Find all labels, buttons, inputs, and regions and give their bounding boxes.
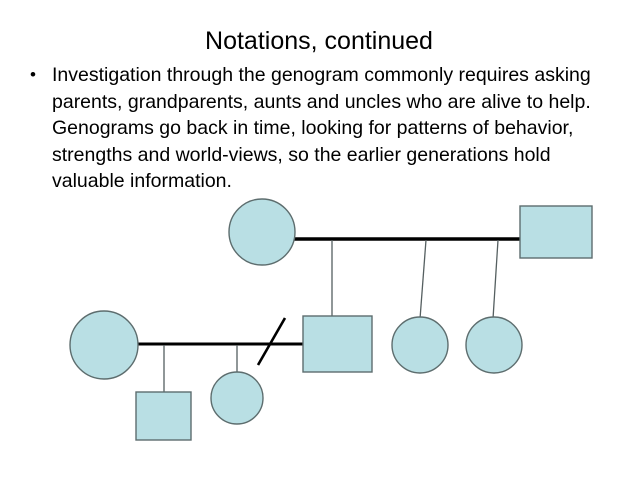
bullet-text: Investigation through the genogram commo… <box>52 64 591 192</box>
bullet-icon: • <box>30 65 36 84</box>
gen2-female-circle <box>69 310 139 380</box>
list-item: • Investigation through the genogram com… <box>22 62 604 195</box>
gen2-sibling-circle-2 <box>465 316 523 374</box>
gen3-male-square <box>135 391 192 441</box>
gen3-female-circle <box>210 371 264 425</box>
gen1-descent-line-3 <box>492 239 499 320</box>
gen1-female-circle <box>228 198 296 266</box>
gen2-separation-slash <box>256 317 287 366</box>
gen1-descent-line-2 <box>419 239 427 320</box>
page-title: Notations, continued <box>205 27 433 55</box>
gen1-male-square <box>519 205 593 259</box>
gen2-sibling-circle-1 <box>391 316 449 374</box>
slide-body-list: • Investigation through the genogram com… <box>22 62 604 195</box>
gen2-male-square <box>302 315 373 373</box>
